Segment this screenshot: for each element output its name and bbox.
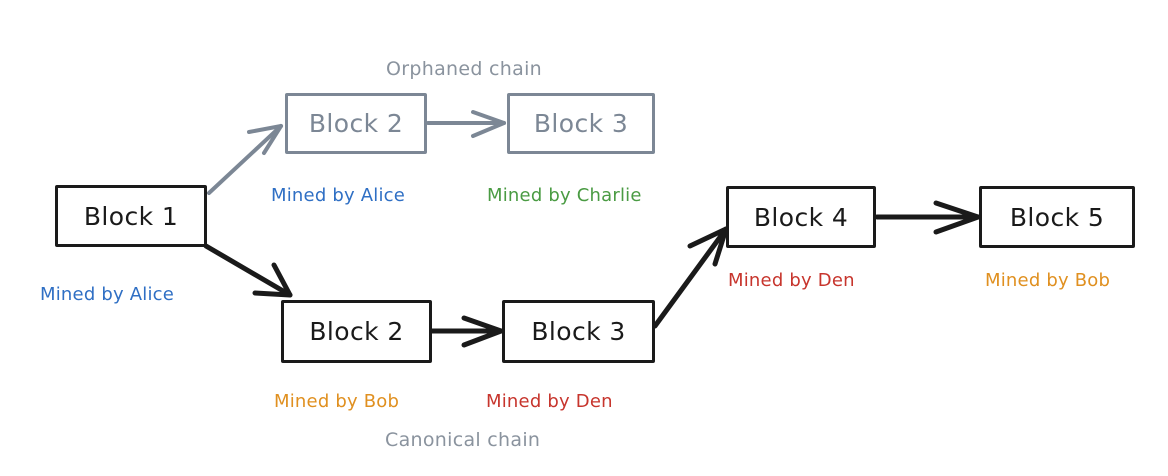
- miner-label-block5: Mined by Bob: [985, 270, 1111, 291]
- block-block1[interactable]: Block 1: [55, 185, 207, 247]
- miner-label-block4: Mined by Den: [728, 270, 855, 291]
- edge-block1-to-orphan-block2: [207, 124, 283, 195]
- edge-block4-to-block5: [874, 200, 981, 235]
- block-block4[interactable]: Block 4: [726, 186, 876, 248]
- block-label: Block 3: [531, 317, 626, 346]
- block-orphan-block2[interactable]: Block 2: [285, 93, 427, 154]
- block-block5[interactable]: Block 5: [979, 186, 1135, 248]
- edge-orphan-block2-to-orphan-block3: [426, 110, 506, 138]
- miner-label-orphan-block3: Mined by Charlie: [487, 185, 642, 206]
- edge-canon-block2-to-canon-block3: [429, 315, 504, 348]
- edge-block1-to-canon-block2: [203, 243, 293, 298]
- miner-label-canon-block2: Mined by Bob: [274, 391, 400, 412]
- block-label: Block 2: [308, 109, 404, 138]
- miner-label-canon-block3: Mined by Den: [486, 391, 613, 412]
- block-label: Block 1: [83, 201, 179, 231]
- edge-canon-block3-to-block4: [652, 226, 729, 329]
- block-label: Block 4: [753, 202, 849, 232]
- block-orphan-block3[interactable]: Block 3: [507, 93, 655, 154]
- block-canon-block2[interactable]: Block 2: [281, 300, 432, 363]
- caption-canonical-chain: Canonical chain: [385, 429, 541, 451]
- block-canon-block3[interactable]: Block 3: [502, 300, 655, 363]
- caption-orphaned-chain: Orphaned chain: [386, 58, 542, 80]
- block-label: Block 2: [309, 317, 404, 346]
- miner-label-block1: Mined by Alice: [40, 284, 175, 305]
- block-label: Block 5: [1009, 202, 1105, 232]
- block-label: Block 3: [533, 109, 629, 138]
- miner-label-orphan-block2: Mined by Alice: [271, 185, 406, 206]
